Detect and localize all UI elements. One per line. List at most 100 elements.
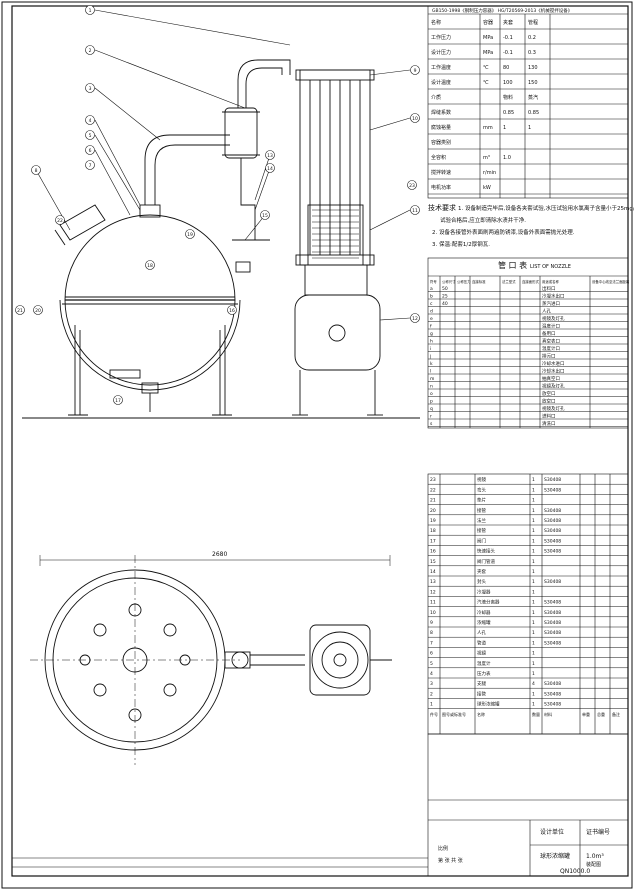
- nozzle-cell: k: [430, 361, 433, 367]
- spec-cell: 管程: [528, 19, 538, 26]
- spec-cell: kW: [483, 185, 491, 191]
- nozzle-cell: f: [430, 324, 432, 330]
- nozzle-cell: b: [430, 294, 433, 300]
- callout-circle: [410, 205, 420, 215]
- callout-number: 15: [262, 213, 268, 219]
- spec-cell: 0.2: [528, 35, 536, 41]
- nozzle-header: 设备中心线至法兰面距离: [592, 279, 630, 284]
- parts-cell: 18: [430, 528, 436, 534]
- nozzle-cell: 冷凝水出口: [542, 293, 565, 300]
- callout-circle: [85, 160, 95, 170]
- nozzle-table-rows: 符号公称尺寸公称压力连接标准法兰型式连接面形式用途或名称设备中心线至法兰面距离a…: [428, 279, 630, 427]
- parts-cell: S30408: [544, 518, 561, 524]
- callout-circle: [410, 313, 420, 323]
- parts-cell: S30408: [544, 579, 561, 585]
- parts-cell: 1: [532, 477, 535, 483]
- spec-table-grid: [427, 5, 629, 199]
- callout-circle: [260, 210, 270, 220]
- parts-cell: 阀门: [477, 537, 486, 544]
- nozzle-cell: 排污口: [542, 353, 556, 360]
- parts-cell: 1: [532, 691, 535, 697]
- title-scale-label: 比例: [438, 845, 448, 852]
- spec-cell: 搅拌转速: [431, 169, 451, 176]
- parts-cell: 1: [532, 620, 535, 626]
- nozzle-cell: 进料口: [542, 413, 556, 420]
- parts-cell: S30408: [544, 600, 561, 606]
- callout-circle: [31, 165, 41, 175]
- parts-cell: 9: [430, 620, 433, 626]
- title-assembly: 装配图: [586, 861, 601, 868]
- parts-cell: 管道: [477, 639, 486, 646]
- parts-cell: 4: [532, 681, 535, 687]
- parts-cell: 1: [532, 600, 535, 606]
- nozzle-cell: 清洗口: [542, 420, 556, 427]
- receiver-tank: [294, 294, 381, 371]
- callout-number: 5: [89, 133, 92, 139]
- spec-cell: 容器类别: [431, 139, 451, 146]
- parts-cell: 11: [430, 600, 436, 606]
- nozzle-cell: a: [430, 287, 433, 292]
- parts-cell: 1: [532, 651, 535, 657]
- nozzle-cell: 视镜及灯孔: [542, 405, 565, 412]
- parts-cell: 3: [430, 681, 433, 687]
- nozzle-header: 连接面形式: [522, 279, 540, 284]
- parts-cell: 冷凝器: [477, 588, 491, 595]
- parts-cell: 封头: [477, 578, 486, 585]
- callout-number: 11: [412, 208, 418, 214]
- spec-cell: mm: [483, 125, 493, 131]
- title-spec: 1.0m³: [586, 853, 604, 860]
- callout-number: 2: [89, 48, 92, 54]
- parts-cell: 汽液分离器: [477, 599, 500, 606]
- parts-cell: 21: [430, 498, 436, 504]
- nozzle-cell: c: [430, 302, 433, 307]
- callout-circle: [85, 145, 95, 155]
- tech-req-1: 1. 设备制造完毕后,设备各夹套试验,水压试验用水氯离子含量小于25mg/L.: [458, 204, 634, 212]
- nozzle-header: 公称压力: [457, 279, 471, 284]
- parts-cell: 球形浓缩罐: [477, 701, 500, 708]
- spec-cell: 设计压力: [431, 49, 451, 56]
- parts-cell: 接管: [477, 690, 486, 697]
- parts-header: 总重: [597, 711, 605, 717]
- callout-number: 20: [35, 308, 41, 314]
- callout-number: 23: [409, 183, 415, 189]
- parts-cell: S30408: [544, 610, 561, 616]
- parts-cell: 19: [430, 518, 436, 524]
- spec-cell: 130: [528, 65, 538, 71]
- parts-cell: 1: [532, 579, 535, 585]
- title-block-grid: [12, 733, 629, 877]
- parts-cell: 6: [430, 651, 433, 657]
- spec-cell: 80: [503, 65, 509, 71]
- parts-cell: 1: [532, 518, 535, 524]
- callout-circle: [33, 305, 43, 315]
- title-sheet-label: 第 张 共 张: [438, 857, 463, 864]
- nozzle-cell: 放空口: [542, 398, 556, 405]
- parts-cell: 1: [532, 498, 535, 504]
- parts-cell: 22: [430, 487, 436, 493]
- parts-cell: 17: [430, 538, 436, 544]
- callout-number: 4: [89, 118, 92, 124]
- spec-cell: 0.85: [528, 110, 539, 116]
- callout-circle: [15, 305, 25, 315]
- nozzle-cell: h: [430, 339, 433, 345]
- parts-cell: 16: [430, 549, 436, 555]
- plan-receiver: [311, 631, 369, 689]
- spec-cell: 介质: [431, 94, 441, 101]
- parts-cell: 1: [532, 528, 535, 534]
- nozzle-cell: 视镜及灯孔: [542, 383, 565, 390]
- nozzle-header: 法兰型式: [502, 279, 516, 284]
- parts-header: 备注: [612, 711, 620, 717]
- parts-cell: 1: [430, 702, 433, 708]
- spec-cell: 物料: [503, 94, 513, 101]
- parts-cell: 弯头: [477, 486, 486, 493]
- callout-number: 12: [412, 316, 418, 322]
- parts-cell: 浓缩罐: [477, 619, 491, 626]
- callout-circle: [85, 130, 95, 140]
- plan-span-dim: 2680: [212, 551, 227, 558]
- header-top: GB150-1998《钢制压力容器》 HG/T20569-2013《机械搅拌设备…: [432, 7, 572, 14]
- parts-cell: 10: [430, 610, 436, 616]
- front-elevation: [22, 59, 420, 419]
- parts-cell: 7: [430, 640, 433, 646]
- callout-number: 10: [412, 116, 418, 122]
